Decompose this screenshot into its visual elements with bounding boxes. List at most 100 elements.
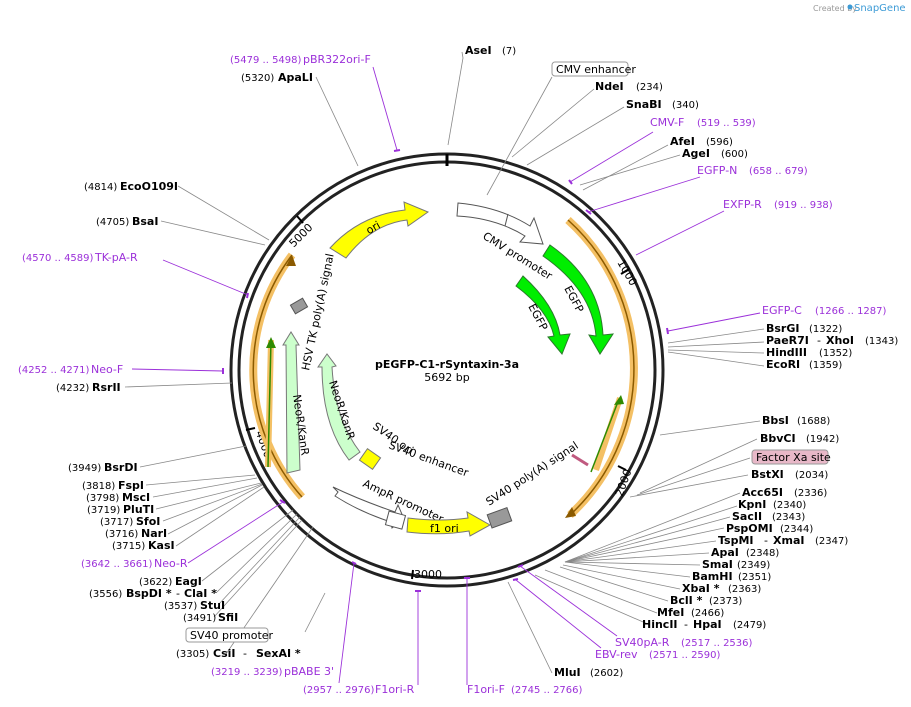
egfp-arrow-outer — [542, 244, 614, 355]
enzyme-acc65i-pos: (2336) — [794, 488, 827, 499]
enzyme-pluti: PluTI — [123, 503, 154, 516]
enzyme-bspdi: BspDI * — [126, 587, 172, 600]
tick-5000 — [296, 215, 304, 224]
enzyme-mlui: MluI — [554, 666, 581, 679]
enzyme-rsrii-pos: (4232) — [56, 383, 89, 394]
enzyme-bbsi: BbsI — [762, 414, 789, 427]
primer-cmvf-range: (519 .. 539) — [697, 118, 756, 129]
enzyme-bcli-pos: (2373) — [709, 596, 742, 607]
primer-egfpc-name: EGFP-C — [762, 304, 802, 317]
enzyme-ecori: EcoRI — [766, 358, 800, 371]
enzyme-nari: NarI — [141, 527, 167, 540]
enzyme-ecoo109i-pos: (4814) — [84, 182, 117, 193]
enzyme-kpni: KpnI — [738, 498, 766, 511]
enzyme-mfei: MfeI — [657, 606, 684, 619]
enzyme-hincii-sep: - — [684, 618, 688, 631]
egfp-inner-line — [590, 398, 620, 473]
enzyme-tspmi-sep: - — [764, 534, 768, 547]
primer-exfpr-name: EXFP-R — [723, 198, 762, 211]
factor-xa-label: Factor Xa site — [756, 451, 831, 464]
primer-labels: (5479 .. 5498) pBR322ori-F CMV-F (519 ..… — [18, 53, 887, 696]
neor-outer-line — [252, 254, 303, 498]
enzyme-sacii-pos: (2343) — [772, 512, 805, 523]
ori-arrow — [329, 201, 430, 259]
enzyme-pspomi: PspOMI — [726, 522, 773, 535]
enzyme-sfii: SfiI — [218, 611, 238, 624]
enzyme-bspdi-sep: - — [176, 587, 180, 600]
enzyme-xhoi-pos: (1343) — [865, 336, 898, 347]
primer-egfpn-name: EGFP-N — [697, 164, 737, 177]
enzyme-mfei-pos: (2466) — [691, 608, 724, 619]
enzyme-labels: AseI (7) NdeI (234) SnaBI (340) AfeI (59… — [56, 44, 898, 679]
tick-2000 — [617, 465, 627, 471]
primer-pbr322-range: (5479 .. 5498) — [230, 55, 302, 66]
enzyme-csii-pos: (3305) — [176, 649, 209, 660]
neor-arrow-outer — [282, 331, 301, 474]
enzyme-hincii: HincII — [642, 618, 678, 631]
hsv-tk-box — [289, 297, 309, 315]
ori-label: ori — [364, 219, 383, 237]
enzyme-agei-pos: (600) — [721, 149, 748, 160]
primer-tkpar-name: TK-pA-R — [94, 251, 138, 264]
enzyme-bspdi-pos: (3556) — [89, 589, 122, 600]
neor-inner-line — [267, 339, 272, 468]
enzyme-hindiii: HindIII — [766, 346, 807, 359]
enzyme-eagi: EagI — [175, 575, 202, 588]
enzyme-snabi: SnaBI — [626, 98, 662, 111]
enzyme-clai: ClaI * — [184, 587, 217, 600]
enzyme-apali-pos: (5320) — [241, 73, 274, 84]
neor-arrow-inner — [317, 353, 361, 461]
enzyme-rsrii: RsrII — [92, 381, 121, 394]
primer-ebvrev-name: EBV-rev — [595, 648, 638, 661]
enzyme-stui: StuI — [200, 599, 225, 612]
enzyme-hindiii-pos: (1352) — [819, 348, 852, 359]
enzyme-pspomi-pos: (2344) — [780, 524, 813, 535]
snapgene-brand: SnapGene — [854, 3, 906, 14]
plasmid-length: 5692 bp — [424, 371, 469, 384]
enzyme-bstxi: BstXI — [751, 468, 784, 481]
enzyme-agei: AgeI — [682, 147, 710, 160]
enzyme-stui-pos: (3537) — [164, 601, 197, 612]
cmv-enhancer-label: CMV enhancer — [556, 63, 636, 76]
enzyme-ndei-pos: (234) — [636, 82, 663, 93]
tick-3000 — [411, 569, 414, 580]
enzyme-afei-pos: (596) — [706, 137, 733, 148]
primer-pbabe-range: (3219 .. 3239) — [211, 667, 283, 678]
enzyme-msci: MscI — [122, 491, 150, 504]
enzyme-kpni-pos: (2340) — [773, 500, 806, 511]
enzyme-bsrdi-pos: (3949) — [68, 463, 101, 474]
primer-leader-lines — [131, 66, 761, 685]
primer-neof-range: (4252 .. 4271) — [18, 365, 90, 376]
enzyme-sfoi-pos: (3717) — [100, 517, 133, 528]
enzyme-hpai-pos: (2479) — [733, 620, 766, 631]
enzyme-kasi: KasI — [148, 539, 175, 552]
ampr-box — [384, 510, 407, 530]
enzyme-bsrgi-pos: (1322) — [809, 324, 842, 335]
enzyme-csii-sep: - — [243, 647, 247, 660]
primer-f1orif-range: (2745 .. 2766) — [511, 685, 583, 696]
enzyme-ecori-pos: (1359) — [809, 360, 842, 371]
enzyme-tspmi: TspMI — [718, 534, 754, 547]
enzyme-sacii: SacII — [732, 510, 762, 523]
tick-1000 — [620, 268, 630, 275]
enzyme-bcli: BclI * — [670, 594, 703, 607]
enzyme-asei: AseI — [465, 44, 492, 57]
f1-ori-arrow — [406, 511, 492, 537]
enzyme-xmai-pos: (2347) — [815, 536, 848, 547]
egfp-outer-line — [567, 219, 635, 516]
factor-xa-box — [751, 449, 829, 465]
enzyme-apai: ApaI — [711, 546, 739, 559]
enzyme-smai: SmaI — [702, 558, 733, 571]
primer-ebvrev-range: (2571 .. 2590) — [649, 650, 721, 661]
primer-cmvf-name: CMV-F — [650, 116, 684, 129]
enzyme-afei: AfeI — [670, 135, 695, 148]
cmv-divider — [504, 213, 509, 227]
enzyme-bstxi-pos: (2034) — [795, 470, 828, 481]
enzyme-apali: ApaLI — [278, 71, 313, 84]
enzyme-acc65i: Acc65I — [742, 486, 783, 499]
primer-neof-name: Neo-F — [91, 363, 123, 376]
primer-pbr322-name: pBR322ori-F — [303, 53, 371, 66]
created-by-label: Created by — [813, 4, 857, 13]
cmv-promoter-arrow — [456, 202, 544, 245]
